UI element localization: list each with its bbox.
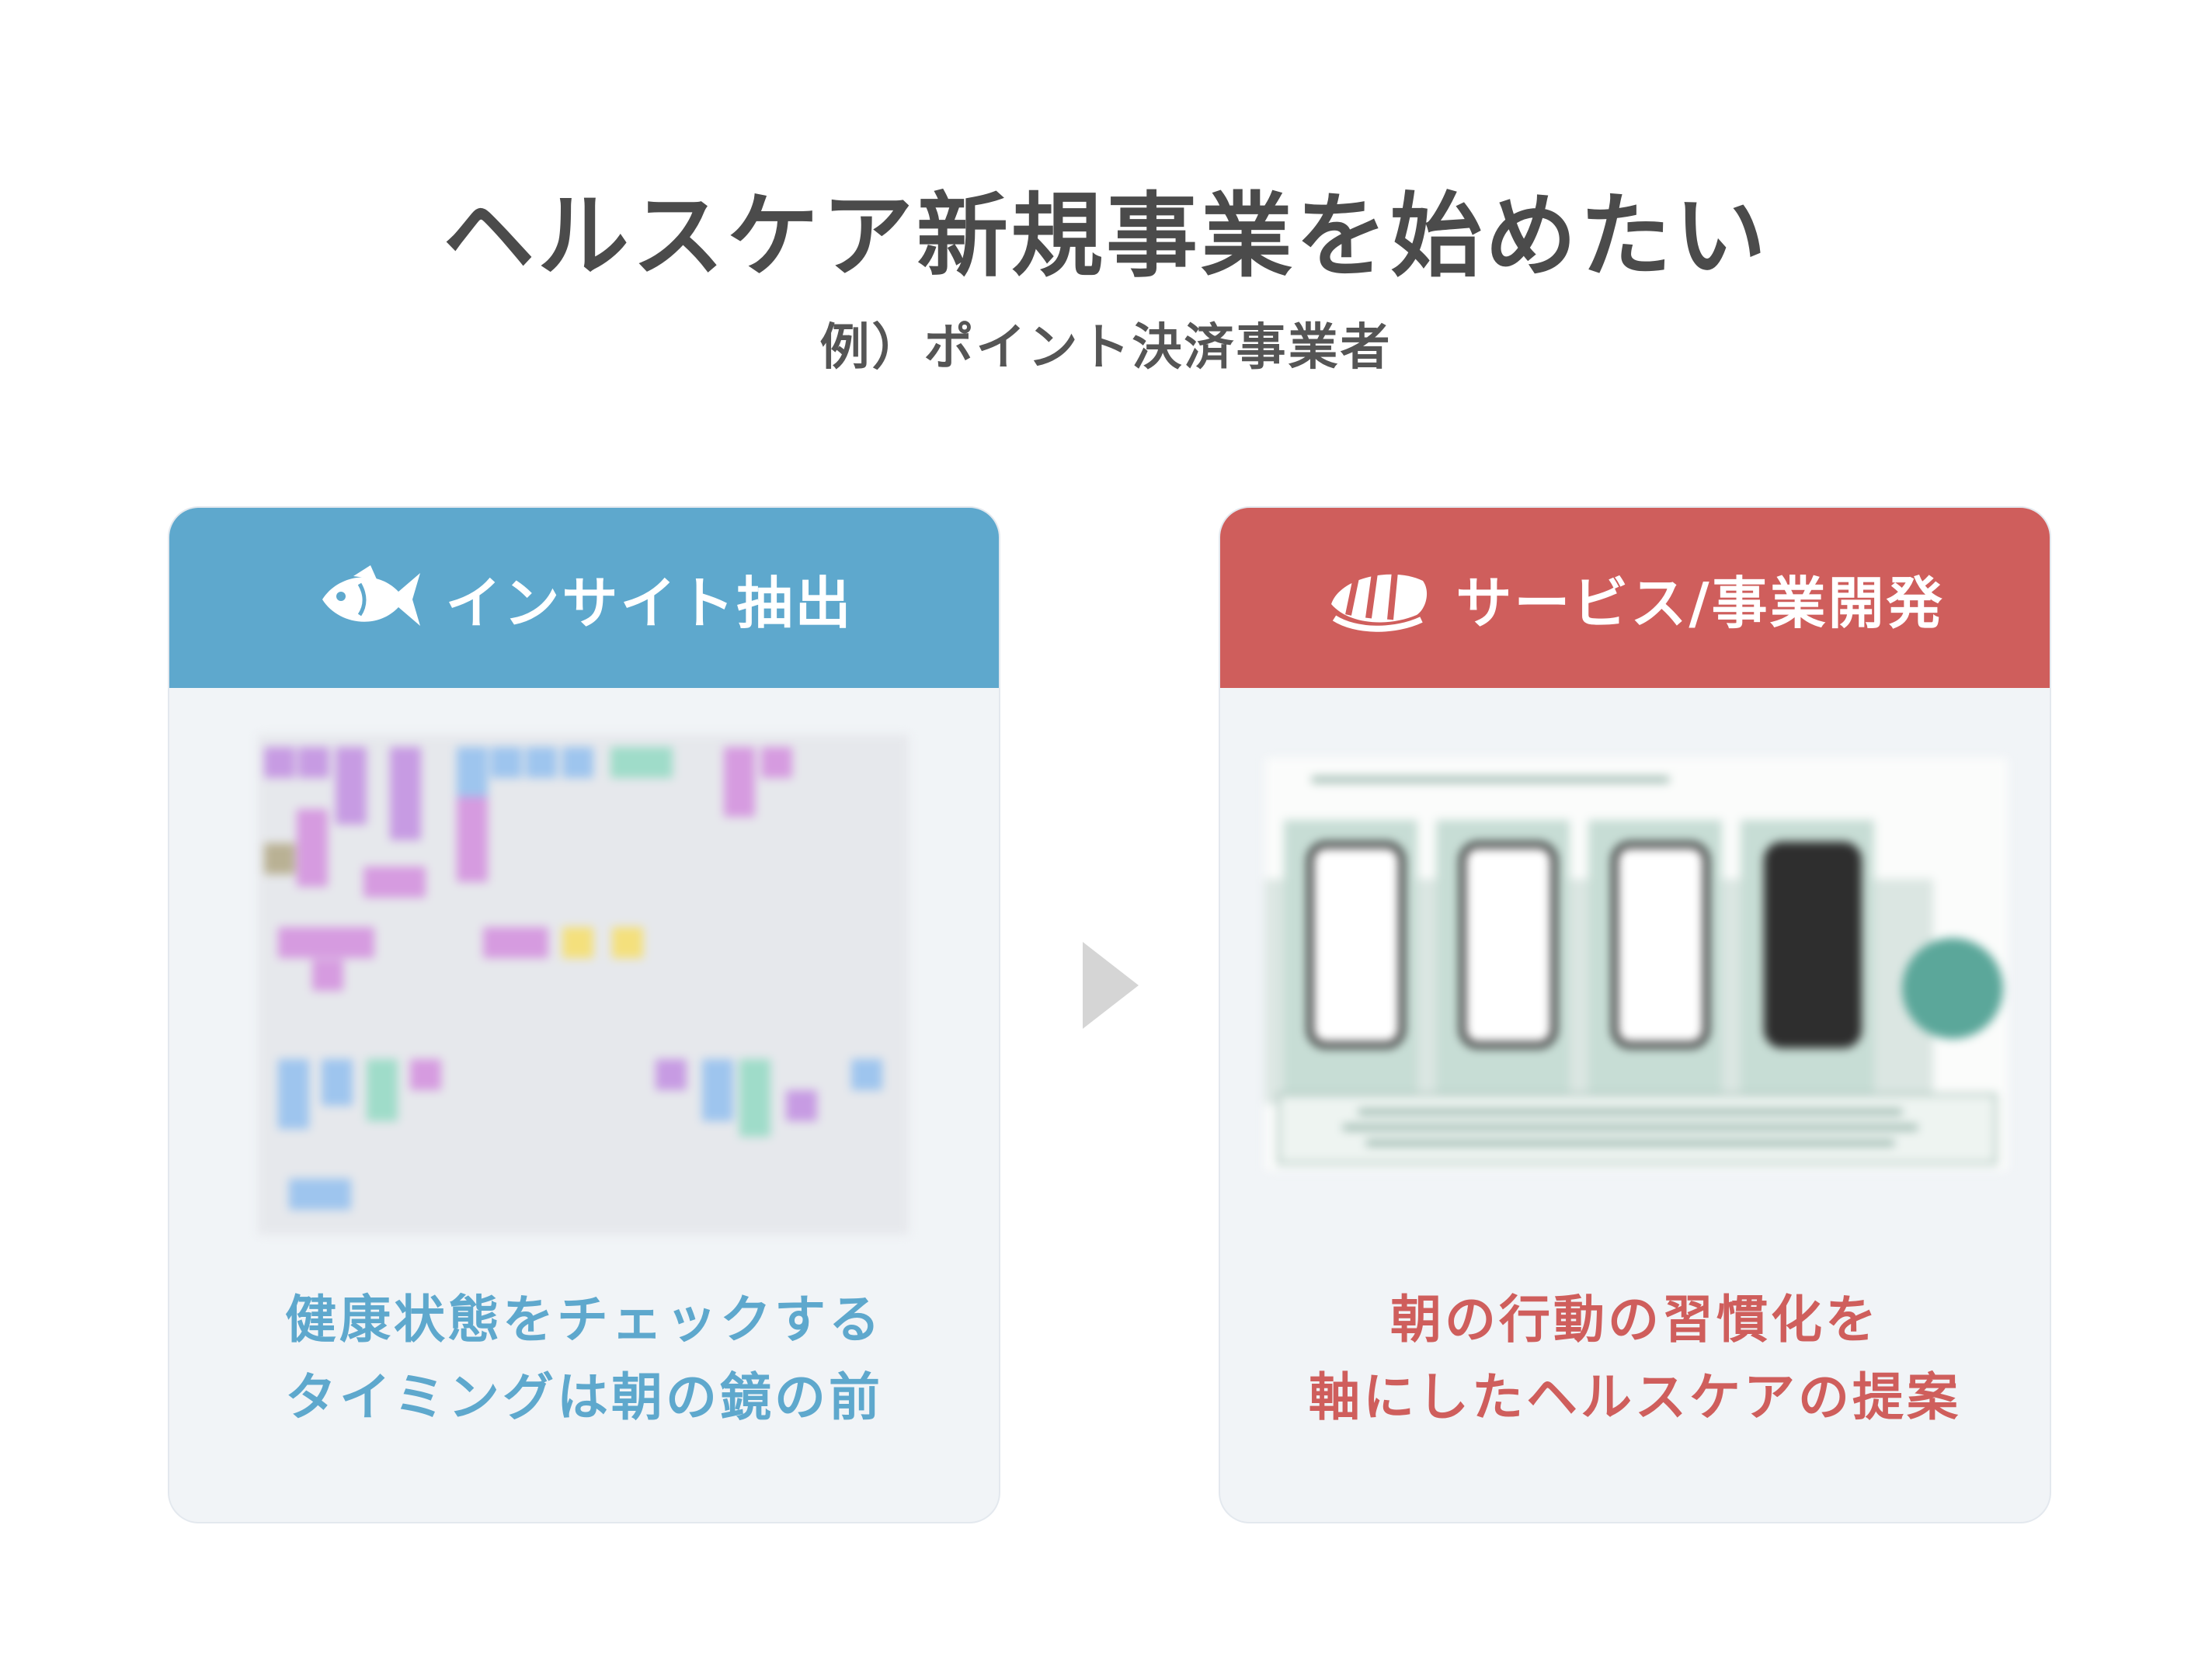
- service-caption-line-2: 軸にしたヘルスケアの提案: [1309, 1367, 1961, 1427]
- flow-arrow-icon: [1083, 942, 1139, 1029]
- service-card-header: サービス/事業開発: [1220, 508, 2050, 688]
- insight-caption-line-2: タイミングは朝の鏡の前: [285, 1367, 883, 1427]
- page-title: ヘルスケア新規事業を始めたい: [442, 182, 1769, 290]
- page-subtitle: 例）ポイント決済事業者: [819, 319, 1393, 377]
- insight-caption-line-1: 健康状態をチェックする: [285, 1290, 883, 1350]
- service-card-caption: 朝の行動の習慣化を 軸にしたヘルスケアの提案: [1220, 1281, 2050, 1436]
- fish-icon: [322, 565, 421, 626]
- insight-card-title: インサイト抽出: [445, 570, 854, 636]
- service-card: サービス/事業開発 朝の行動の習慣化を 軸にしたヘルスケアの提案: [1219, 506, 2051, 1523]
- insight-card: インサイト抽出 健康状態をチェックする タイミングは朝の: [168, 506, 1000, 1523]
- service-caption-line-1: 朝の行動の習慣化を: [1390, 1290, 1880, 1350]
- service-slide-image: [1265, 758, 2008, 1171]
- insight-card-caption: 健康状態をチェックする タイミングは朝の鏡の前: [169, 1281, 999, 1436]
- insight-card-header: インサイト抽出: [169, 508, 999, 688]
- service-card-title: サービス/事業開発: [1456, 570, 1945, 636]
- sushi-icon: [1331, 571, 1428, 632]
- sticky-note-board-image: [258, 735, 909, 1235]
